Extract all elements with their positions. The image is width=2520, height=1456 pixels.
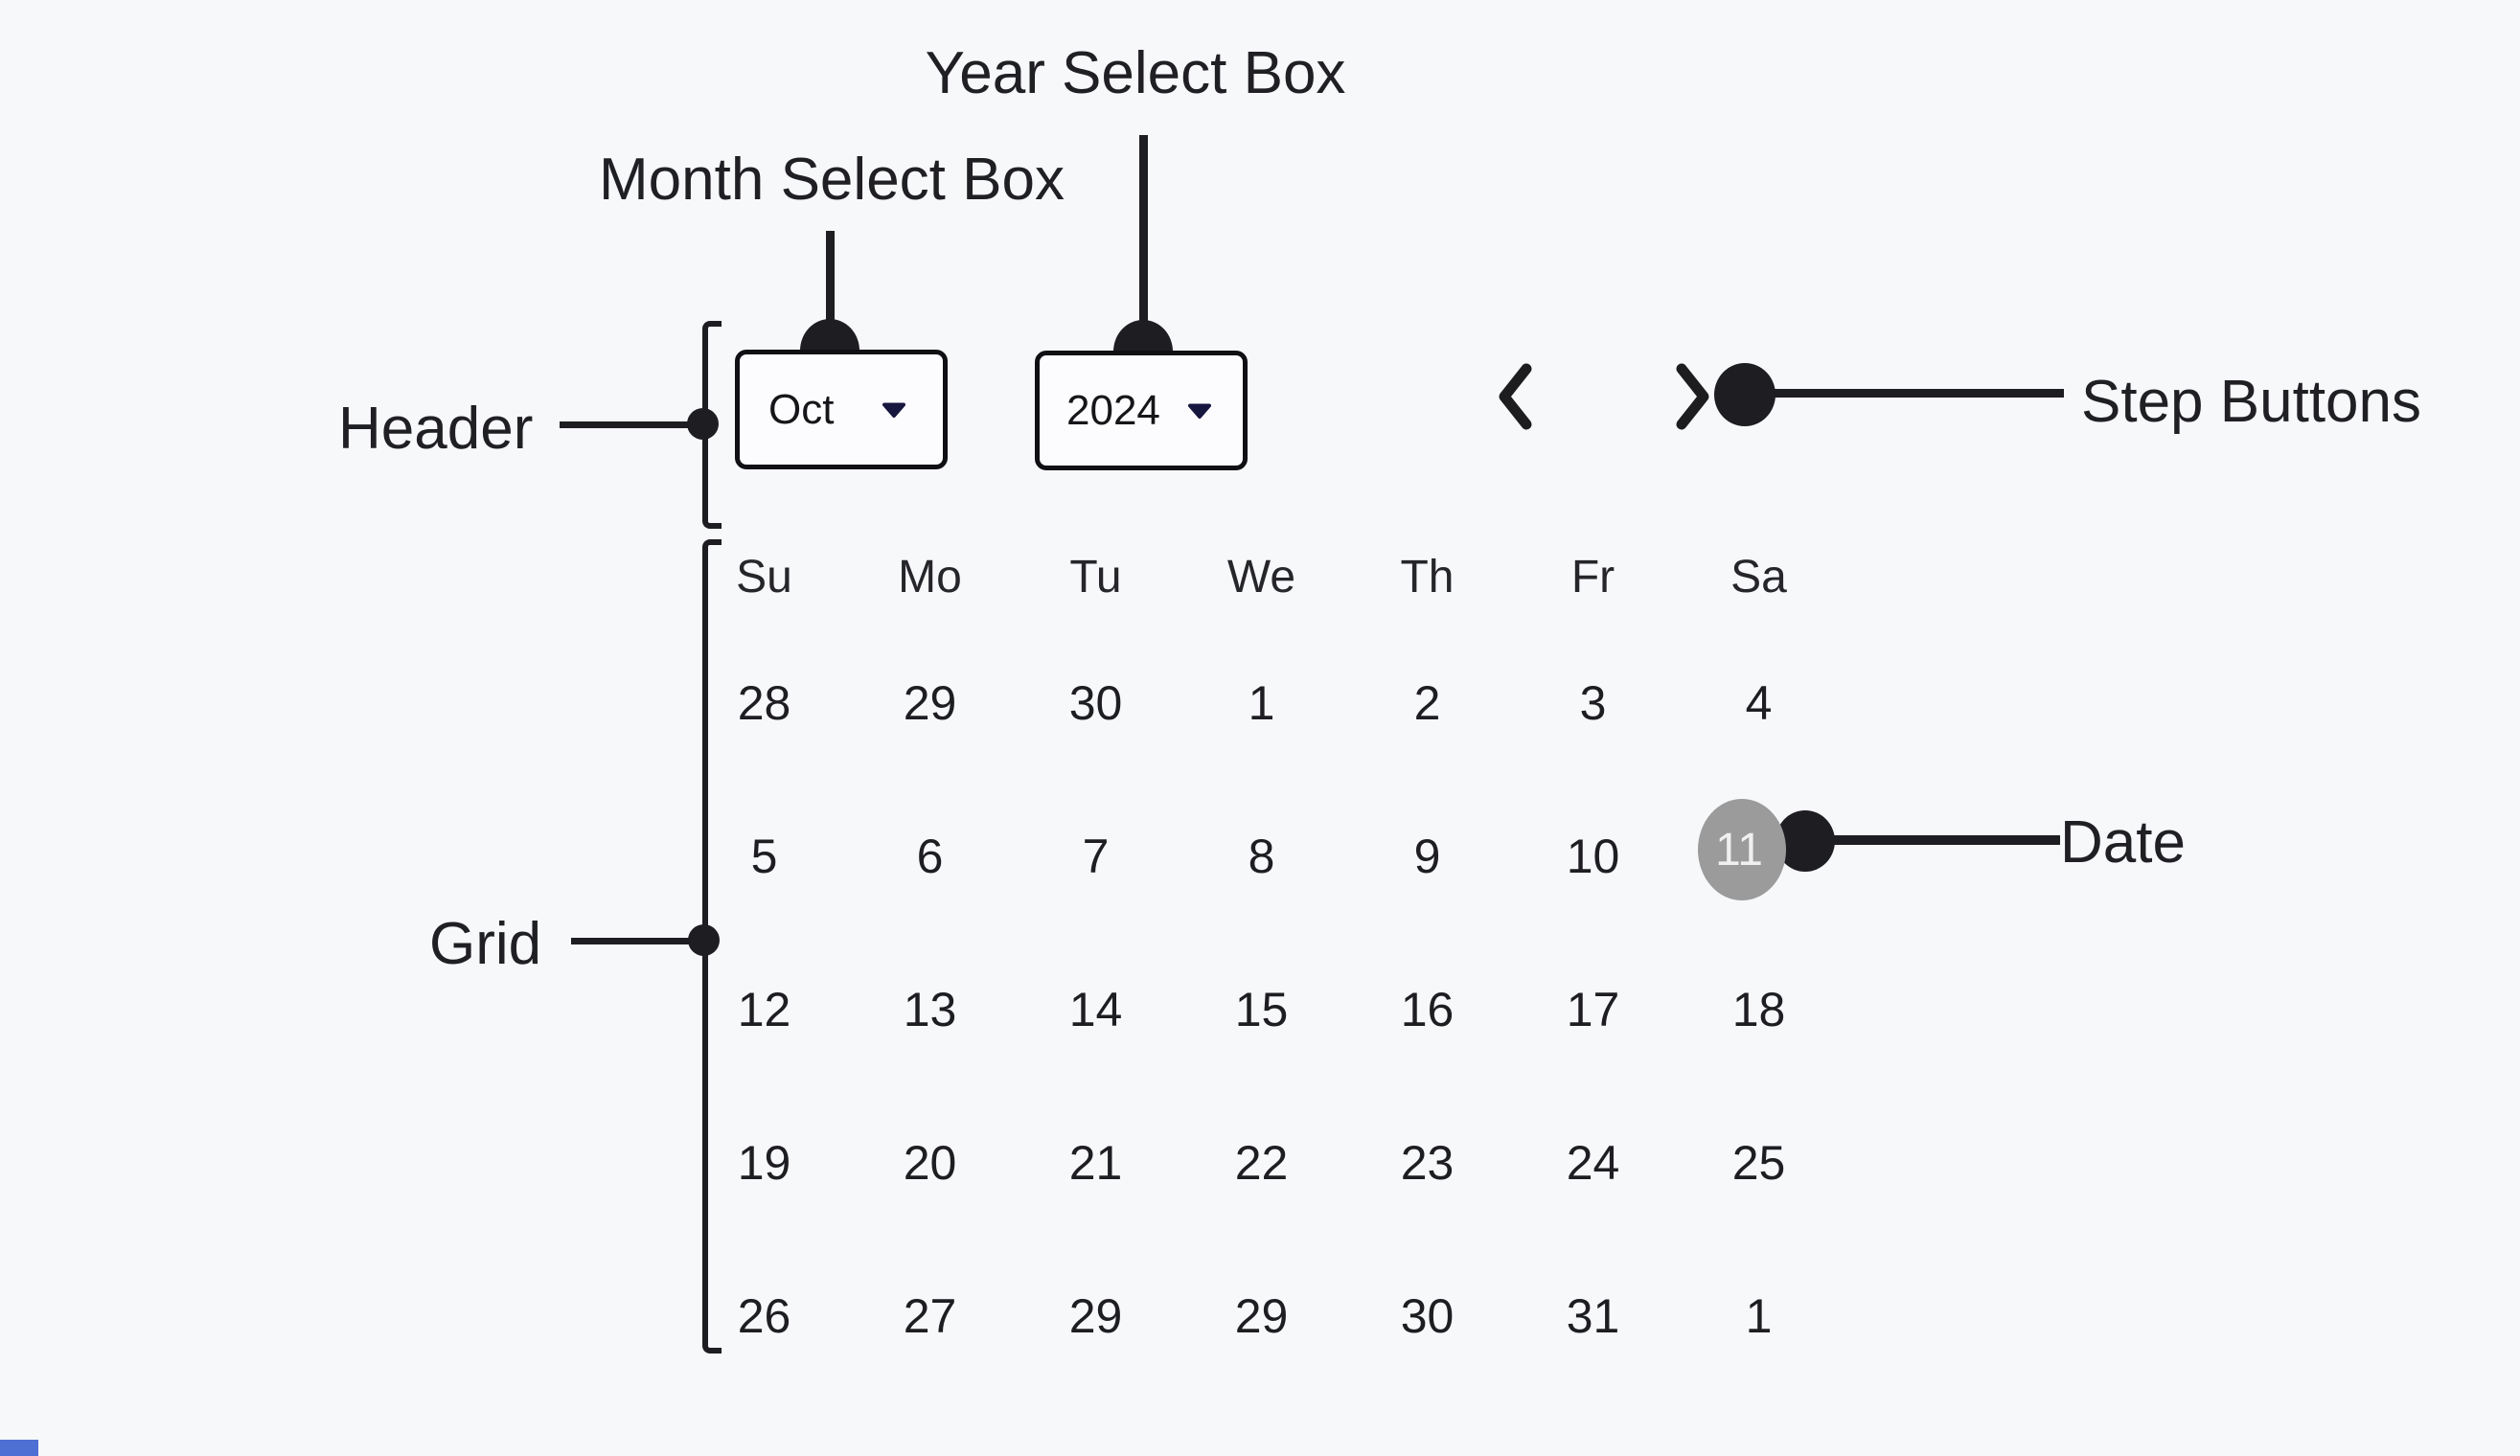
dow-label: Mo (898, 552, 962, 603)
date-cell[interactable]: 25 (1731, 1136, 1786, 1190)
date-cell[interactable]: 8 (1248, 830, 1275, 883)
date-cell[interactable]: 31 (1566, 1289, 1620, 1343)
year-select-value: 2024 (1066, 386, 1160, 434)
date-cell[interactable]: 15 (1234, 983, 1289, 1036)
year-select-box[interactable]: 2024 (1035, 351, 1248, 470)
date-cell[interactable]: 21 (1068, 1136, 1123, 1190)
date-cell[interactable]: 18 (1731, 983, 1786, 1036)
week-row: 19 20 21 22 23 24 25 (681, 1125, 1842, 1201)
date-cell[interactable]: 24 (1566, 1136, 1620, 1190)
chevron-down-icon (1188, 403, 1211, 419)
date-cell[interactable]: 29 (1068, 1289, 1123, 1343)
week-row: 28 29 30 1 2 3 4 (681, 665, 1842, 741)
date-cell[interactable]: 29 (1234, 1289, 1289, 1343)
date-cell[interactable]: 27 (903, 1289, 957, 1343)
step-buttons-leader-dot (1714, 363, 1775, 426)
week-row: 26 27 29 29 30 31 1 (681, 1278, 1842, 1354)
date-cell[interactable]: 4 (1745, 676, 1773, 730)
year-select-callout-label: Year Select Box (925, 40, 1346, 106)
date-cell[interactable]: 28 (737, 676, 791, 730)
date-cell[interactable]: 22 (1234, 1136, 1289, 1190)
date-cell[interactable]: 23 (1400, 1136, 1455, 1190)
date-cell[interactable]: 13 (903, 983, 957, 1036)
header-leader-line (560, 421, 701, 428)
dow-label: We (1226, 552, 1296, 603)
day-of-week-header-row: Su Mo Tu We Th Fr Sa (681, 539, 1842, 616)
date-cell[interactable]: 5 (750, 830, 778, 883)
date-cell[interactable]: 12 (737, 983, 791, 1036)
date-cell[interactable]: 3 (1579, 676, 1607, 730)
date-cell[interactable]: 30 (1068, 676, 1123, 730)
dow-label: Tu (1069, 552, 1122, 603)
date-cell[interactable]: 7 (1082, 830, 1110, 883)
dow-label: Sa (1730, 552, 1787, 603)
grid-bracket (702, 539, 722, 1354)
week-row: 5 6 7 8 9 10 (681, 818, 1842, 895)
step-buttons-callout-label: Step Buttons (2081, 369, 2422, 435)
chevron-right-icon (1676, 363, 1709, 430)
date-callout-label: Date (2060, 809, 2186, 876)
header-bracket (702, 321, 722, 529)
date-cell[interactable]: 26 (737, 1289, 791, 1343)
date-cell[interactable]: 19 (737, 1136, 791, 1190)
date-leader-line (1805, 835, 2060, 845)
grid-callout-label: Grid (429, 911, 542, 977)
month-leader-line (826, 231, 835, 330)
date-cell[interactable]: 14 (1068, 983, 1123, 1036)
date-cell[interactable]: 1 (1745, 1289, 1773, 1343)
selected-date-cell[interactable]: 11 (1698, 799, 1786, 900)
month-select-box[interactable]: Oct (735, 350, 948, 469)
dow-label: Th (1400, 552, 1455, 603)
step-buttons-leader-line (1744, 389, 2064, 398)
dow-label: Fr (1570, 552, 1615, 603)
header-callout-label: Header (338, 396, 534, 462)
year-leader-line (1139, 135, 1148, 336)
next-month-button[interactable] (1671, 362, 1715, 431)
date-cell[interactable]: 10 (1566, 830, 1620, 883)
prev-month-button[interactable] (1493, 362, 1537, 431)
chevron-down-icon (882, 402, 905, 418)
month-select-value: Oct (768, 385, 835, 433)
month-select-callout-label: Month Select Box (599, 147, 1065, 213)
date-cell[interactable]: 29 (903, 676, 957, 730)
date-cell[interactable]: 20 (903, 1136, 957, 1190)
date-cell[interactable]: 1 (1248, 676, 1275, 730)
date-cell[interactable]: 16 (1400, 983, 1455, 1036)
date-cell[interactable]: 2 (1413, 676, 1441, 730)
selected-date-value: 11 (1715, 824, 1763, 876)
date-cell[interactable]: 6 (916, 830, 944, 883)
dow-label: Su (736, 552, 792, 603)
date-cell[interactable]: 9 (1413, 830, 1441, 883)
date-cell[interactable]: 17 (1566, 983, 1620, 1036)
grid-leader-line (571, 938, 703, 944)
week-row: 12 13 14 15 16 17 18 (681, 971, 1842, 1048)
date-cell[interactable]: 30 (1400, 1289, 1455, 1343)
corner-status-chip (0, 1440, 38, 1456)
chevron-left-icon (1499, 363, 1532, 430)
